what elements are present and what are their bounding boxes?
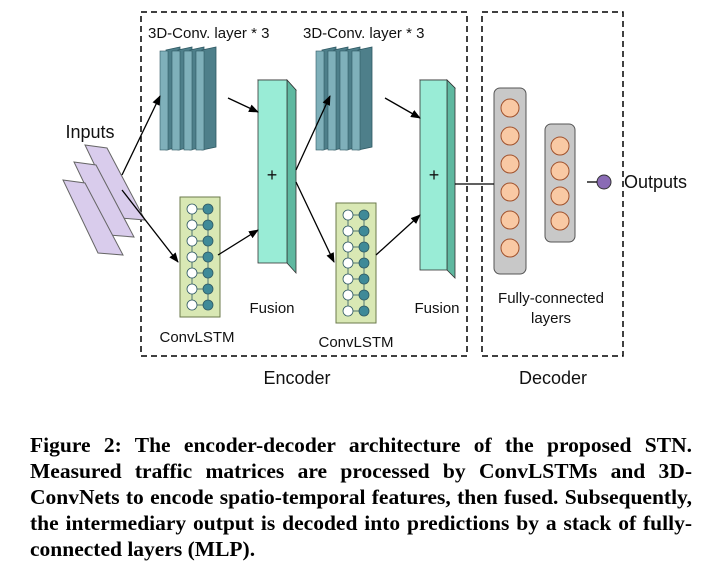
convlstm-block-2	[335, 202, 377, 324]
inputs-label: Inputs	[65, 122, 114, 142]
conv-layer-label-2: 3D-Conv. layer * 3	[303, 25, 424, 42]
outputs-label: Outputs	[624, 172, 687, 192]
conv3d-stack-1	[159, 46, 217, 151]
output-node	[596, 174, 612, 190]
conv3d-stack-2	[315, 46, 373, 151]
decoder-box	[481, 11, 624, 357]
fusion-label-1: Fusion	[249, 300, 294, 317]
decoder-label: Decoder	[519, 368, 587, 388]
fusion-plus-symbol: +	[429, 165, 440, 185]
input-frames	[62, 144, 146, 256]
convlstm-label-2: ConvLSTM	[318, 334, 393, 351]
fusion-block-2: +	[419, 79, 456, 279]
convlstm-block-1	[179, 196, 221, 318]
convlstm-label-1: ConvLSTM	[159, 329, 234, 346]
fusion-block-1: +	[257, 78, 297, 275]
fusion-plus-symbol: +	[267, 165, 278, 185]
fc-layer-1	[493, 87, 527, 275]
architecture-diagram: + + Inputs 3D-Conv. layer * 3 3D-Conv. l…	[62, 11, 687, 388]
fc-label-line1: Fully-connected	[498, 290, 604, 307]
arrows	[121, 95, 597, 263]
conv-layer-label-1: 3D-Conv. layer * 3	[148, 25, 269, 42]
fusion-label-2: Fusion	[414, 300, 459, 317]
encoder-label: Encoder	[263, 368, 330, 388]
encoder-box	[140, 11, 468, 357]
fc-label-line2: layers	[531, 310, 571, 327]
fc-layer-2	[544, 123, 576, 243]
figure-caption: Figure 2: The encoder-decoder architectu…	[30, 433, 692, 561]
